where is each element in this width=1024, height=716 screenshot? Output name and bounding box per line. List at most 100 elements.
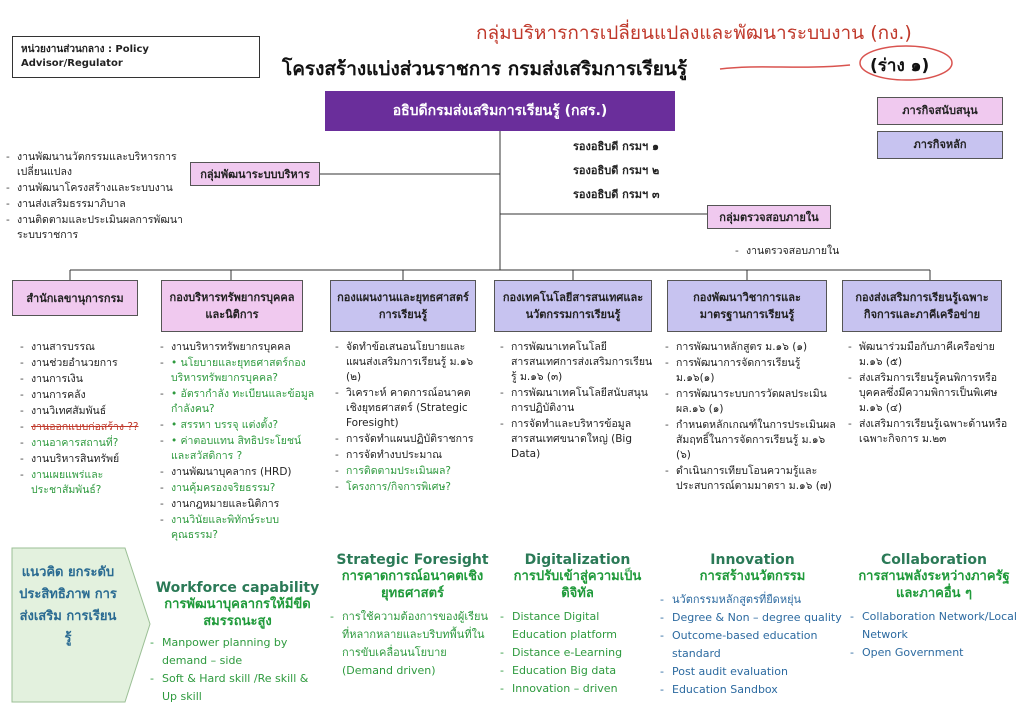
task-item: การติดตามประเมินผล? <box>335 464 485 479</box>
task-item: การพัฒนาหลักสูตร ม.๑๖ (๑) <box>665 340 840 355</box>
hr-task-list: งานบริหารทรัพยากรบุคคล • นโยบายและยุทธศา… <box>160 340 320 544</box>
unit-hr-legal[interactable]: กองบริหารทรัพยากรบุคคลและนิติการ <box>161 280 303 332</box>
audit-group-box[interactable]: กลุ่มตรวจสอบภายใน <box>707 205 831 229</box>
task-item: การจัดทำแผนปฏิบัติราชการ <box>335 432 485 447</box>
legend-support: ภารกิจสนับสนุน <box>877 97 1003 125</box>
task-item: งานการเงิน <box>20 372 158 387</box>
theme-digitalization: Digitalization การปรับเข้าสู่ความเป็นดิจ… <box>500 552 655 698</box>
task-item: การพัฒนาเทคโนโลยีสารสนเทศการส่งเสริมการเ… <box>500 340 655 385</box>
theme-title-en: Digitalization <box>524 552 631 568</box>
task-item: พัฒนาร่วมมือกับภาคีเครือข่าย ม.๑๖ (๕) <box>848 340 1008 370</box>
draft-circle <box>859 45 953 81</box>
theme-title-en: Strategic Foresight <box>336 552 489 568</box>
task-item: โครงการ/กิจการพิเศษ? <box>335 480 485 495</box>
page-title: โครงสร้างแบ่งส่วนราชการ กรมส่งเสริมการเร… <box>282 58 688 80</box>
theme-item: Open Government <box>850 644 1018 662</box>
task-item: งานบริหารทรัพยากรบุคคล <box>160 340 320 355</box>
task-item: งานช่วยอำนวยการ <box>20 356 158 371</box>
deputy-3: รองอธิบดี กรมฯ ๓ <box>573 188 660 201</box>
theme-item: Manpower planning by demand – side <box>150 634 325 670</box>
task-item: งานอาคารสถานที่? <box>20 436 158 451</box>
theme-title-th: การคาดการณ์อนาคตเชิงยุทธศาสตร์ <box>341 569 484 601</box>
task-item: ดำเนินการเทียบโอนความรู้และประสบการณ์ตาม… <box>665 464 840 494</box>
task-item: • ค่าตอบแทน สิทธิประโยชน์และสวัสดิการ ? <box>160 434 320 464</box>
it-task-list: การพัฒนาเทคโนโลยีสารสนเทศการส่งเสริมการเ… <box>500 340 655 463</box>
admin-dev-task: งานส่งเสริมธรรมาภิบาล <box>6 197 186 212</box>
unit-it-innovation[interactable]: กองเทคโนโลยีสารสนเทศและนวัตกรรมการเรียนร… <box>494 280 652 332</box>
deputy-1: รองอธิบดี กรมฯ ๑ <box>573 140 659 153</box>
audit-task: งานตรวจสอบภายใน <box>735 244 885 259</box>
task-item: งานวินัยและพิทักษ์ระบบคุณธรรม? <box>160 513 320 543</box>
task-item: การพัฒนาเทคโนโลยีสนับสนุนการปฏิบัติงาน <box>500 386 655 416</box>
unit-academic-standards[interactable]: กองพัฒนาวิชาการและมาตรฐานการเรียนรู้ <box>667 280 827 332</box>
task-item: • สรรหา บรรจุ แต่งตั้ง? <box>160 418 320 433</box>
theme-item: Education Sandbox <box>660 681 845 699</box>
task-item: วิเคราะห์ คาดการณ์อนาคตเชิงยุทธศาสตร์ (S… <box>335 386 485 431</box>
approach-label: แนวคิด ยกระดับ ประสิทธิภาพ การส่งเสริม ก… <box>19 565 117 646</box>
theme-title-th: การพัฒนาบุคลากรให้มีขีดสมรรถนะสูง <box>164 597 311 629</box>
unit-planning[interactable]: กองแผนงานและยุทธศาสตร์การเรียนรู้ <box>330 280 476 332</box>
theme-item: Soft & Hard skill /Re skill & Up skill <box>150 670 325 706</box>
director-general-box[interactable]: อธิบดีกรมส่งเสริมการเรียนรู้ (กสร.) <box>325 91 675 131</box>
draft-label: (ร่าง ๑) <box>870 56 930 76</box>
task-item: งานออกแบบก่อสร้าง ?? <box>20 420 158 435</box>
theme-item: Post audit evaluation <box>660 663 845 681</box>
theme-title-en: Workforce capability <box>155 580 320 596</box>
theme-item: Innovation – driven <box>500 680 655 698</box>
theme-item: นวัตกรรมหลักสูตรที่ยืดหยุ่น <box>660 591 845 609</box>
theme-workforce: Workforce capability การพัฒนาบุคลากรให้ม… <box>150 580 325 706</box>
theme-title-th: การปรับเข้าสู่ความเป็นดิจิทัล <box>513 569 642 601</box>
task-item: การจัดทำงบประมาณ <box>335 448 485 463</box>
secretariat-task-list: งานสารบรรณ งานช่วยอำนวยการ งานการเงิน งา… <box>20 340 158 499</box>
unit-special-network[interactable]: กองส่งเสริมการเรียนรู้เฉพาะกิจการและภาคี… <box>842 280 1002 332</box>
theme-item: Outcome-based education standard <box>660 627 845 663</box>
approach-chevron <box>11 547 151 703</box>
theme-title-th: การสร้างนวัตกรรม <box>699 569 806 584</box>
deputy-2: รองอธิบดี กรมฯ ๒ <box>573 164 660 177</box>
legend-core: ภารกิจหลัก <box>877 131 1003 159</box>
task-item: การจัดทำและบริหารข้อมูลสารสนเทศขนาดใหญ่ … <box>500 417 655 462</box>
task-item: การพัฒนาการจัดการเรียนรู้ ม.๑๖(๑) <box>665 356 840 386</box>
theme-title-en: Innovation <box>710 552 795 568</box>
theme-foresight: Strategic Foresight การคาดการณ์อนาคตเชิง… <box>330 552 495 680</box>
theme-item: Collaboration Network/Local Network <box>850 608 1018 644</box>
admin-dev-task: งานพัฒนาโครงสร้างและระบบงาน <box>6 181 186 196</box>
network-task-list: พัฒนาร่วมมือกับภาคีเครือข่าย ม.๑๖ (๕) ส่… <box>848 340 1008 448</box>
task-item: ส่งเสริมการเรียนรู้เฉพาะด้านหรือเฉพาะกิจ… <box>848 417 1008 447</box>
theme-innovation: Innovation การสร้างนวัตกรรม นวัตกรรมหลัก… <box>660 552 845 699</box>
task-item: กำหนดหลักเกณฑ์ในการประเมินผลสัมฤทธิ์ในกา… <box>665 418 840 463</box>
task-item: • อัตรากำลัง ทะเบียนและข้อมูลกำลังคน? <box>160 387 320 417</box>
task-item: งานการคลัง <box>20 388 158 403</box>
task-item: การพัฒนาระบบการวัดผลประเมินผล.๑๖ (๑) <box>665 387 840 417</box>
agency-label: หน่วยงานส่วนกลาง : Policy Advisor/Regula… <box>12 36 260 78</box>
task-item: งานคุ้มครองจริยธรรม? <box>160 481 320 496</box>
planning-task-list: จัดทำข้อเสนอนโยบายและแผนส่งเสริมการเรียน… <box>335 340 485 496</box>
theme-item: Distance e-Learning <box>500 644 655 662</box>
theme-item: การใช้ความต้องการของผู้เรียนที่หลากหลายแ… <box>330 608 495 680</box>
task-item: งานวิเทศสัมพันธ์ <box>20 404 158 419</box>
admin-dev-task: งานติดตามและประเมินผลการพัฒนาระบบราชการ <box>6 213 186 243</box>
draft-scribble <box>719 64 851 70</box>
theme-collaboration: Collaboration การสานพลังระหว่างภาครัฐและ… <box>850 552 1018 662</box>
department-title: กลุ่มบริหารการเปลี่ยนแปลงและพัฒนาระบบงาน… <box>476 22 912 44</box>
deputy-list: รองอธิบดี กรมฯ ๑ รองอธิบดี กรมฯ ๒ รองอธิ… <box>573 135 660 207</box>
task-item: • นโยบายและยุทธศาสตร์กองบริหารทรัพยากรบุ… <box>160 356 320 386</box>
task-item: งานบริหารสินทรัพย์ <box>20 452 158 467</box>
theme-item: Distance Digital Education platform <box>500 608 655 644</box>
theme-item: Degree & Non – degree quality <box>660 609 845 627</box>
academic-task-list: การพัฒนาหลักสูตร ม.๑๖ (๑) การพัฒนาการจัด… <box>665 340 840 495</box>
theme-item: Education Big data <box>500 662 655 680</box>
task-item: งานเผยแพร่และประชาสัมพันธ์? <box>20 468 158 498</box>
admin-dev-group-box[interactable]: กลุ่มพัฒนาระบบบริหาร <box>190 162 320 186</box>
task-item: งานพัฒนาบุคลากร (HRD) <box>160 465 320 480</box>
task-item: ส่งเสริมการเรียนรู้คนพิการหรือบุคคลซึ่งม… <box>848 371 1008 416</box>
audit-task-list: งานตรวจสอบภายใน <box>735 244 885 260</box>
unit-secretariat[interactable]: สำนักเลขานุการกรม <box>12 280 138 316</box>
task-item: งานสารบรรณ <box>20 340 158 355</box>
admin-dev-task-list: งานพัฒนานวัตกรรมและบริหารการเปลี่ยนแปลง … <box>6 150 186 244</box>
task-item: งานกฎหมายและนิติการ <box>160 497 320 512</box>
admin-dev-task: งานพัฒนานวัตกรรมและบริหารการเปลี่ยนแปลง <box>6 150 186 180</box>
theme-title-th: การสานพลังระหว่างภาครัฐและภาคอื่น ๆ <box>858 569 1010 601</box>
task-item: จัดทำข้อเสนอนโยบายและแผนส่งเสริมการเรียน… <box>335 340 485 385</box>
